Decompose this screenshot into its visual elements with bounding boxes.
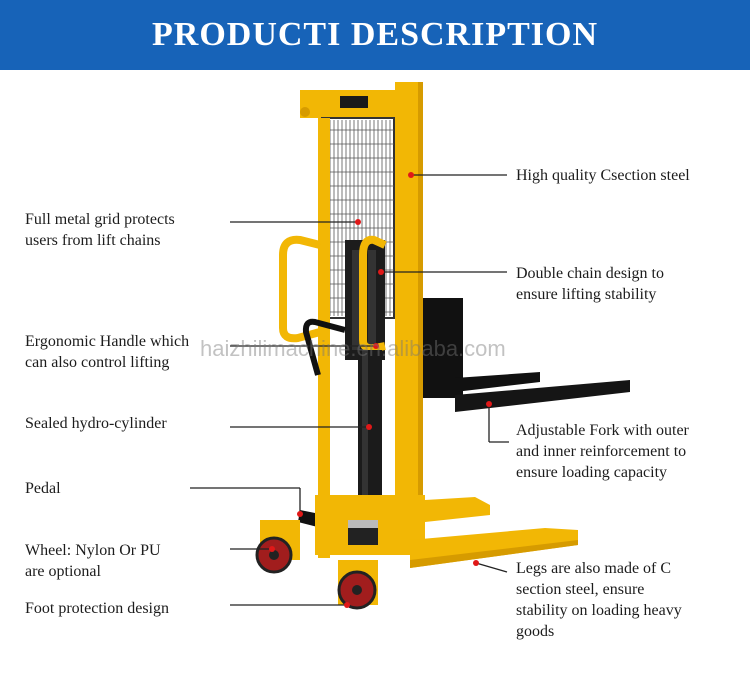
control-handle [302,318,346,376]
fork-upper [455,372,540,392]
page-title: PRODUCTI DESCRIPTION [152,16,598,53]
handle-left [279,235,322,343]
handle-right [359,235,387,353]
callout-markers [269,172,492,608]
callout-foot-protection: Foot protection design [25,600,169,617]
header-banner: PRODUCTI DESCRIPTION [0,0,750,70]
callout-hydro-cylinder: Sealed hydro-cylinder [25,415,167,432]
watermark: haizhilimachine.en.alibaba.com [200,336,506,361]
hydro-cylinder [358,350,382,510]
callout-pedal: Pedal [25,480,61,497]
fork-lower [455,380,630,412]
mast-left [318,118,330,558]
callout-lines [190,174,509,606]
leg-back [425,497,490,522]
callout-csection-steel: High quality Csection steel [516,167,690,184]
